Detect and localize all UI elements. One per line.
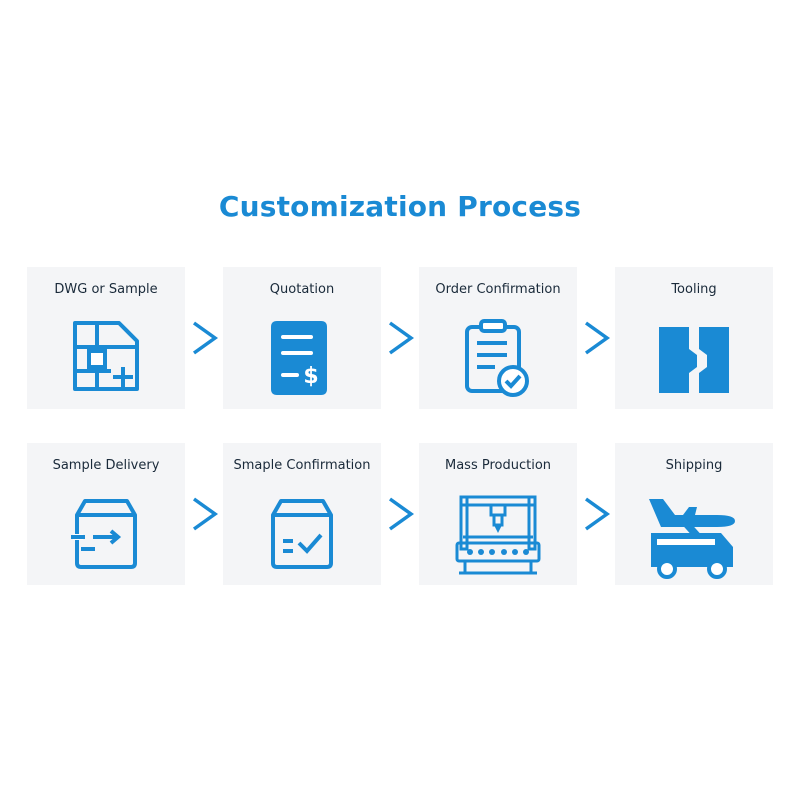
step-label: DWG or Sample xyxy=(54,282,158,297)
chevron-right-icon xyxy=(582,496,612,532)
step-label: Quotation xyxy=(269,282,335,297)
chevron-right-icon xyxy=(190,496,220,532)
step-label: Order Confirmation xyxy=(435,282,561,297)
step-card-dwg-or-sample: DWG or Sample xyxy=(27,267,185,409)
step-card-quotation: Quotation $ xyxy=(223,267,381,409)
chevron-right-icon xyxy=(190,320,220,356)
page-title: Customization Process xyxy=(218,190,582,223)
chevron-right-icon xyxy=(386,496,416,532)
step-card-shipping: Shipping xyxy=(615,443,773,585)
cnc-machine-icon xyxy=(455,493,541,575)
step-label: Smaple Confirmation xyxy=(233,458,371,473)
blueprint-plus-icon xyxy=(71,317,141,397)
box-check-icon xyxy=(267,493,337,573)
step-card-order-confirmation: Order Confirmation xyxy=(419,267,577,409)
step-label: Shipping xyxy=(665,458,723,473)
svg-text:$: $ xyxy=(303,364,318,389)
clipboard-check-icon xyxy=(463,317,533,397)
step-label: Tooling xyxy=(671,282,717,297)
step-card-mass-production: Mass Production xyxy=(419,443,577,585)
step-label: Sample Delivery xyxy=(52,458,160,473)
chevron-right-icon xyxy=(386,320,416,356)
chevron-right-icon xyxy=(582,320,612,356)
step-card-sample-delivery: Sample Delivery xyxy=(27,443,185,585)
step-label: Mass Production xyxy=(444,458,552,473)
box-arrow-icon xyxy=(71,493,141,573)
step-card-tooling: Tooling xyxy=(615,267,773,409)
invoice-dollar-icon: $ xyxy=(267,317,337,397)
mold-tooling-icon xyxy=(659,317,729,397)
plane-truck-icon xyxy=(647,493,741,579)
step-card-smaple-confirmation: Smaple Confirmation xyxy=(223,443,381,585)
